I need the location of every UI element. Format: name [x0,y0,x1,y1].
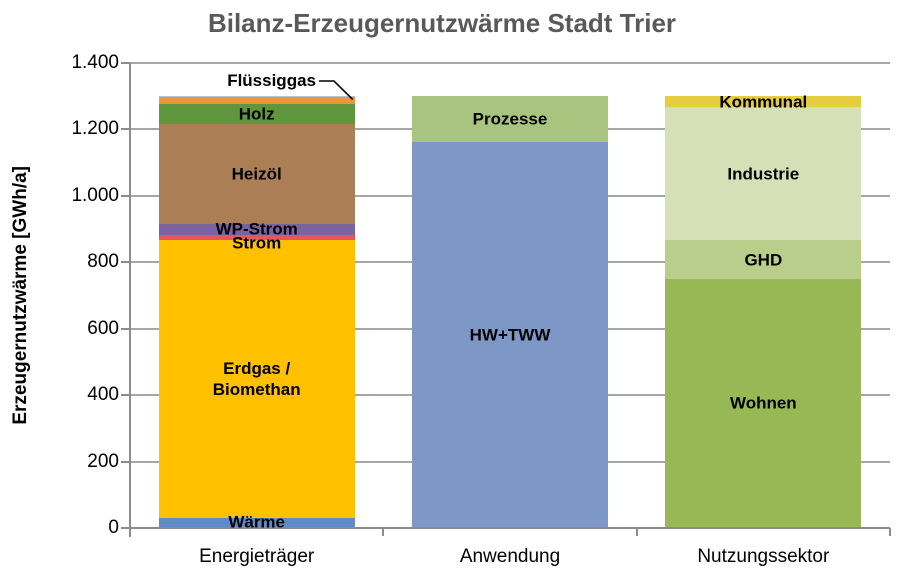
segment-label-prozesse: Prozesse [472,109,548,129]
y-axis-tick [121,194,130,197]
y-axis-tick [121,460,130,463]
bar-segment-heizoel [158,124,355,224]
y-axis-tick [121,61,130,64]
segment-label-fluessiggas: Flüssiggas [227,71,316,90]
bar-segment-wp_strom [158,223,355,236]
y-axis-tick [121,128,130,130]
y-tick-label: 0 [108,517,119,538]
segment-label-kommunal: Kommunal [719,92,808,112]
x-axis-tick [889,528,891,536]
y-tick-label: 1.400 [71,51,119,73]
y-axis-line [129,62,131,537]
segment-label-hw_tww: HW+TWW [469,325,551,345]
segment-label-wohnen: Wohnen [729,393,797,413]
x-axis-line [130,527,890,529]
y-axis-tick [121,394,130,396]
gridline [130,61,890,64]
segment-label-wp_strom: WP-Strom [215,219,298,239]
y-axis-title-text: Erzeugernutzwärme [GWh/a] [10,165,31,425]
bar-segment-top_sliver [158,95,355,98]
chart-title: Bilanz-Erzeugernutzwärme Stadt Trier [207,8,677,38]
bar-segment-fluessiggas [158,97,355,105]
y-tick-label: 600 [87,317,119,339]
bar-segment-strom [158,235,355,241]
segment-label-industrie: Industrie [727,164,800,184]
y-axis-title: Erzeugernutzwärme [GWh/a] [8,62,34,528]
bar-segment-hw_tww [412,142,608,528]
bar-segment-kommunal [665,95,862,108]
segment-label-heizoel: Heizöl [231,164,282,184]
bar-segment-erdgas [158,240,355,518]
segment-label-waerme: Wärme [228,512,285,532]
y-tick-label: 1.000 [71,184,119,206]
bar-segment-wohnen [665,278,862,528]
y-axis-tick [121,261,130,263]
bar-segment-industrie [665,107,862,241]
category-label-0: Energieträger [199,546,315,567]
y-tick-label: 800 [87,251,119,272]
category-label-2: Nutzungssektor [697,546,830,567]
y-tick-label: 1.200 [71,118,119,139]
bar-segment-ghd [665,240,862,279]
y-axis-tick [121,327,130,330]
bar-segment-holz [158,104,355,124]
y-axis-tick [121,527,130,529]
segment-label-erdgas: Erdgas /Biomethan [212,359,301,400]
y-tick-label: 200 [87,450,119,472]
y-tick-label: 400 [87,384,119,405]
bar-segment-waerme [158,518,355,528]
x-axis-tick [129,528,131,536]
category-label-1: Anwendung [459,546,561,567]
x-axis-tick [382,528,385,536]
bar-segment-prozesse [412,95,608,143]
segment-label-strom: Strom [232,233,282,253]
segment-label-ghd: GHD [744,250,783,269]
segment-label-holz: Holz [238,104,275,124]
x-axis-tick [635,528,638,536]
